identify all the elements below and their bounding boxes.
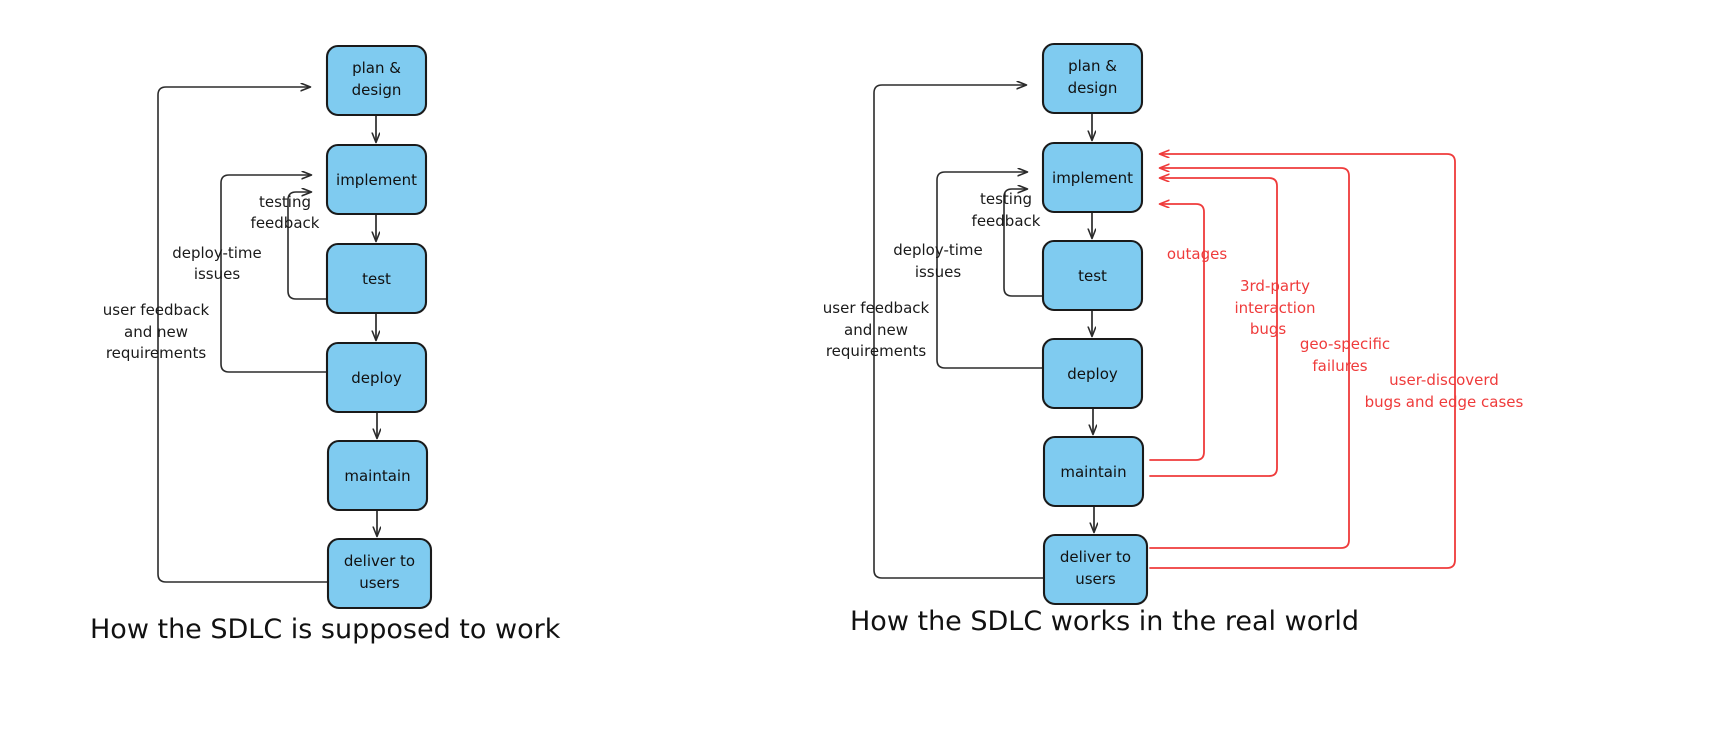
node-test[interactable]: test xyxy=(325,242,428,315)
edge-label-line1: testing xyxy=(259,193,311,211)
edge-label-user-feedback: user feedback and new requirements xyxy=(823,299,930,360)
feedback-edge-user-feedback xyxy=(157,87,328,583)
feedback-edges-ideal xyxy=(157,87,328,583)
edge-label-line2: issues xyxy=(194,265,241,283)
node-label-line1: maintain xyxy=(344,467,410,485)
node-label-line2: users xyxy=(1075,570,1116,588)
problem-label-outages: outages xyxy=(1167,245,1228,263)
flow-edges-real xyxy=(1092,112,1094,532)
node-maintain[interactable]: maintain xyxy=(326,439,429,512)
node-label-line1: maintain xyxy=(1060,463,1126,481)
edge-label-line1: deploy-time xyxy=(172,244,262,262)
feedback-edge-testing-feedback xyxy=(1003,189,1044,297)
edge-label-line3: requirements xyxy=(106,344,207,362)
node-label-line1: plan & xyxy=(1068,57,1117,75)
edge-label-deploy-time-issues: deploy-time issues xyxy=(172,244,262,283)
node-deploy[interactable]: deploy xyxy=(325,341,428,414)
node-label-line1: deploy xyxy=(1067,365,1118,383)
nodes-ideal: plan & design implement test deploy main… xyxy=(325,44,433,610)
problem-label-line2: interaction xyxy=(1234,299,1315,317)
problem-labels-real: outages 3rd-party interaction bugs geo-s… xyxy=(1167,245,1524,411)
node-deploy[interactable]: deploy xyxy=(1041,337,1144,410)
feedback-edge-deploy-time-issues xyxy=(220,175,328,373)
flow-edges-ideal xyxy=(376,114,377,536)
edge-label-line1: testing xyxy=(980,190,1032,208)
edge-label-line2: issues xyxy=(915,263,962,281)
edge-label-user-feedback: user feedback and new requirements xyxy=(103,301,210,362)
problem-label-line2: failures xyxy=(1312,357,1367,375)
edge-label-line1: deploy-time xyxy=(893,241,983,259)
edge-label-line1: user feedback xyxy=(823,299,930,317)
node-deliver-to-users[interactable]: deliver to users xyxy=(326,537,433,610)
edge-label-line1: user feedback xyxy=(103,301,210,319)
node-plan-design[interactable]: plan & design xyxy=(325,44,428,117)
feedback-labels-ideal: testing feedback deploy-time issues user… xyxy=(103,193,320,362)
node-label-line1: deploy xyxy=(351,369,402,387)
edge-label-line3: requirements xyxy=(826,342,927,360)
edge-label-testing-feedback: testing feedback xyxy=(251,193,320,232)
problem-label-line1: outages xyxy=(1167,245,1228,263)
problem-label-3rd-party-interaction-bugs: 3rd-party interaction bugs xyxy=(1234,277,1315,338)
problem-label-user-discovered-bugs: user-discoverd bugs and edge cases xyxy=(1365,371,1524,411)
node-label-line2: design xyxy=(1068,79,1118,97)
nodes-real: plan & design implement test deploy main… xyxy=(1041,42,1149,606)
feedback-edge-testing-feedback xyxy=(287,192,328,300)
problem-label-geo-specific-failures: geo-specific failures xyxy=(1300,335,1390,375)
feedback-labels-real: testing feedback deploy-time issues user… xyxy=(823,190,1041,360)
caption-ideal: How the SDLC is supposed to work xyxy=(90,614,561,645)
node-label-line1: plan & xyxy=(352,59,401,77)
problem-label-line3: bugs xyxy=(1250,320,1287,338)
edge-label-line2: and new xyxy=(124,323,188,341)
problem-label-line1: user-discoverd xyxy=(1389,371,1499,389)
diagram-ideal: plan & design implement test deploy main… xyxy=(90,44,561,645)
edge-label-line2: feedback xyxy=(972,212,1041,230)
edge-label-testing-feedback: testing feedback xyxy=(972,190,1041,230)
node-label-line1: deliver to xyxy=(344,552,415,570)
node-label-line1: test xyxy=(1078,267,1107,285)
problem-edge-outages xyxy=(1149,204,1205,461)
node-maintain[interactable]: maintain xyxy=(1042,435,1145,508)
node-label-line1: implement xyxy=(336,171,417,189)
node-test[interactable]: test xyxy=(1041,239,1144,312)
edge-label-line2: and new xyxy=(844,321,908,339)
problem-edge-geo-specific-failures xyxy=(1149,168,1350,549)
node-label-line1: implement xyxy=(1052,169,1133,187)
feedback-edge-deploy-time-issues xyxy=(936,172,1044,369)
node-deliver-to-users[interactable]: deliver to users xyxy=(1042,533,1149,606)
edge-label-line2: feedback xyxy=(251,214,320,232)
node-label-line2: users xyxy=(359,574,400,592)
problem-edge-3rd-party-interaction-bugs xyxy=(1149,178,1278,477)
node-plan-design[interactable]: plan & design xyxy=(1041,42,1144,115)
diagram-real-world: plan & design implement test deploy main… xyxy=(823,42,1524,637)
node-label-line1: deliver to xyxy=(1060,548,1131,566)
problem-label-line1: geo-specific xyxy=(1300,335,1390,353)
problem-edges-real xyxy=(1149,154,1456,569)
problem-edge-user-discovered-bugs xyxy=(1149,154,1456,569)
feedback-edge-user-feedback xyxy=(873,85,1044,579)
feedback-edges-real xyxy=(873,85,1044,579)
problem-label-line1: 3rd-party xyxy=(1240,277,1310,295)
problem-label-line2: bugs and edge cases xyxy=(1365,393,1524,411)
node-implement[interactable]: implement xyxy=(1041,141,1144,214)
caption-real-world: How the SDLC works in the real world xyxy=(850,606,1359,637)
node-label-line1: test xyxy=(362,270,391,288)
node-label-line2: design xyxy=(352,81,402,99)
node-implement[interactable]: implement xyxy=(325,143,428,216)
edge-label-deploy-time-issues: deploy-time issues xyxy=(893,241,983,281)
